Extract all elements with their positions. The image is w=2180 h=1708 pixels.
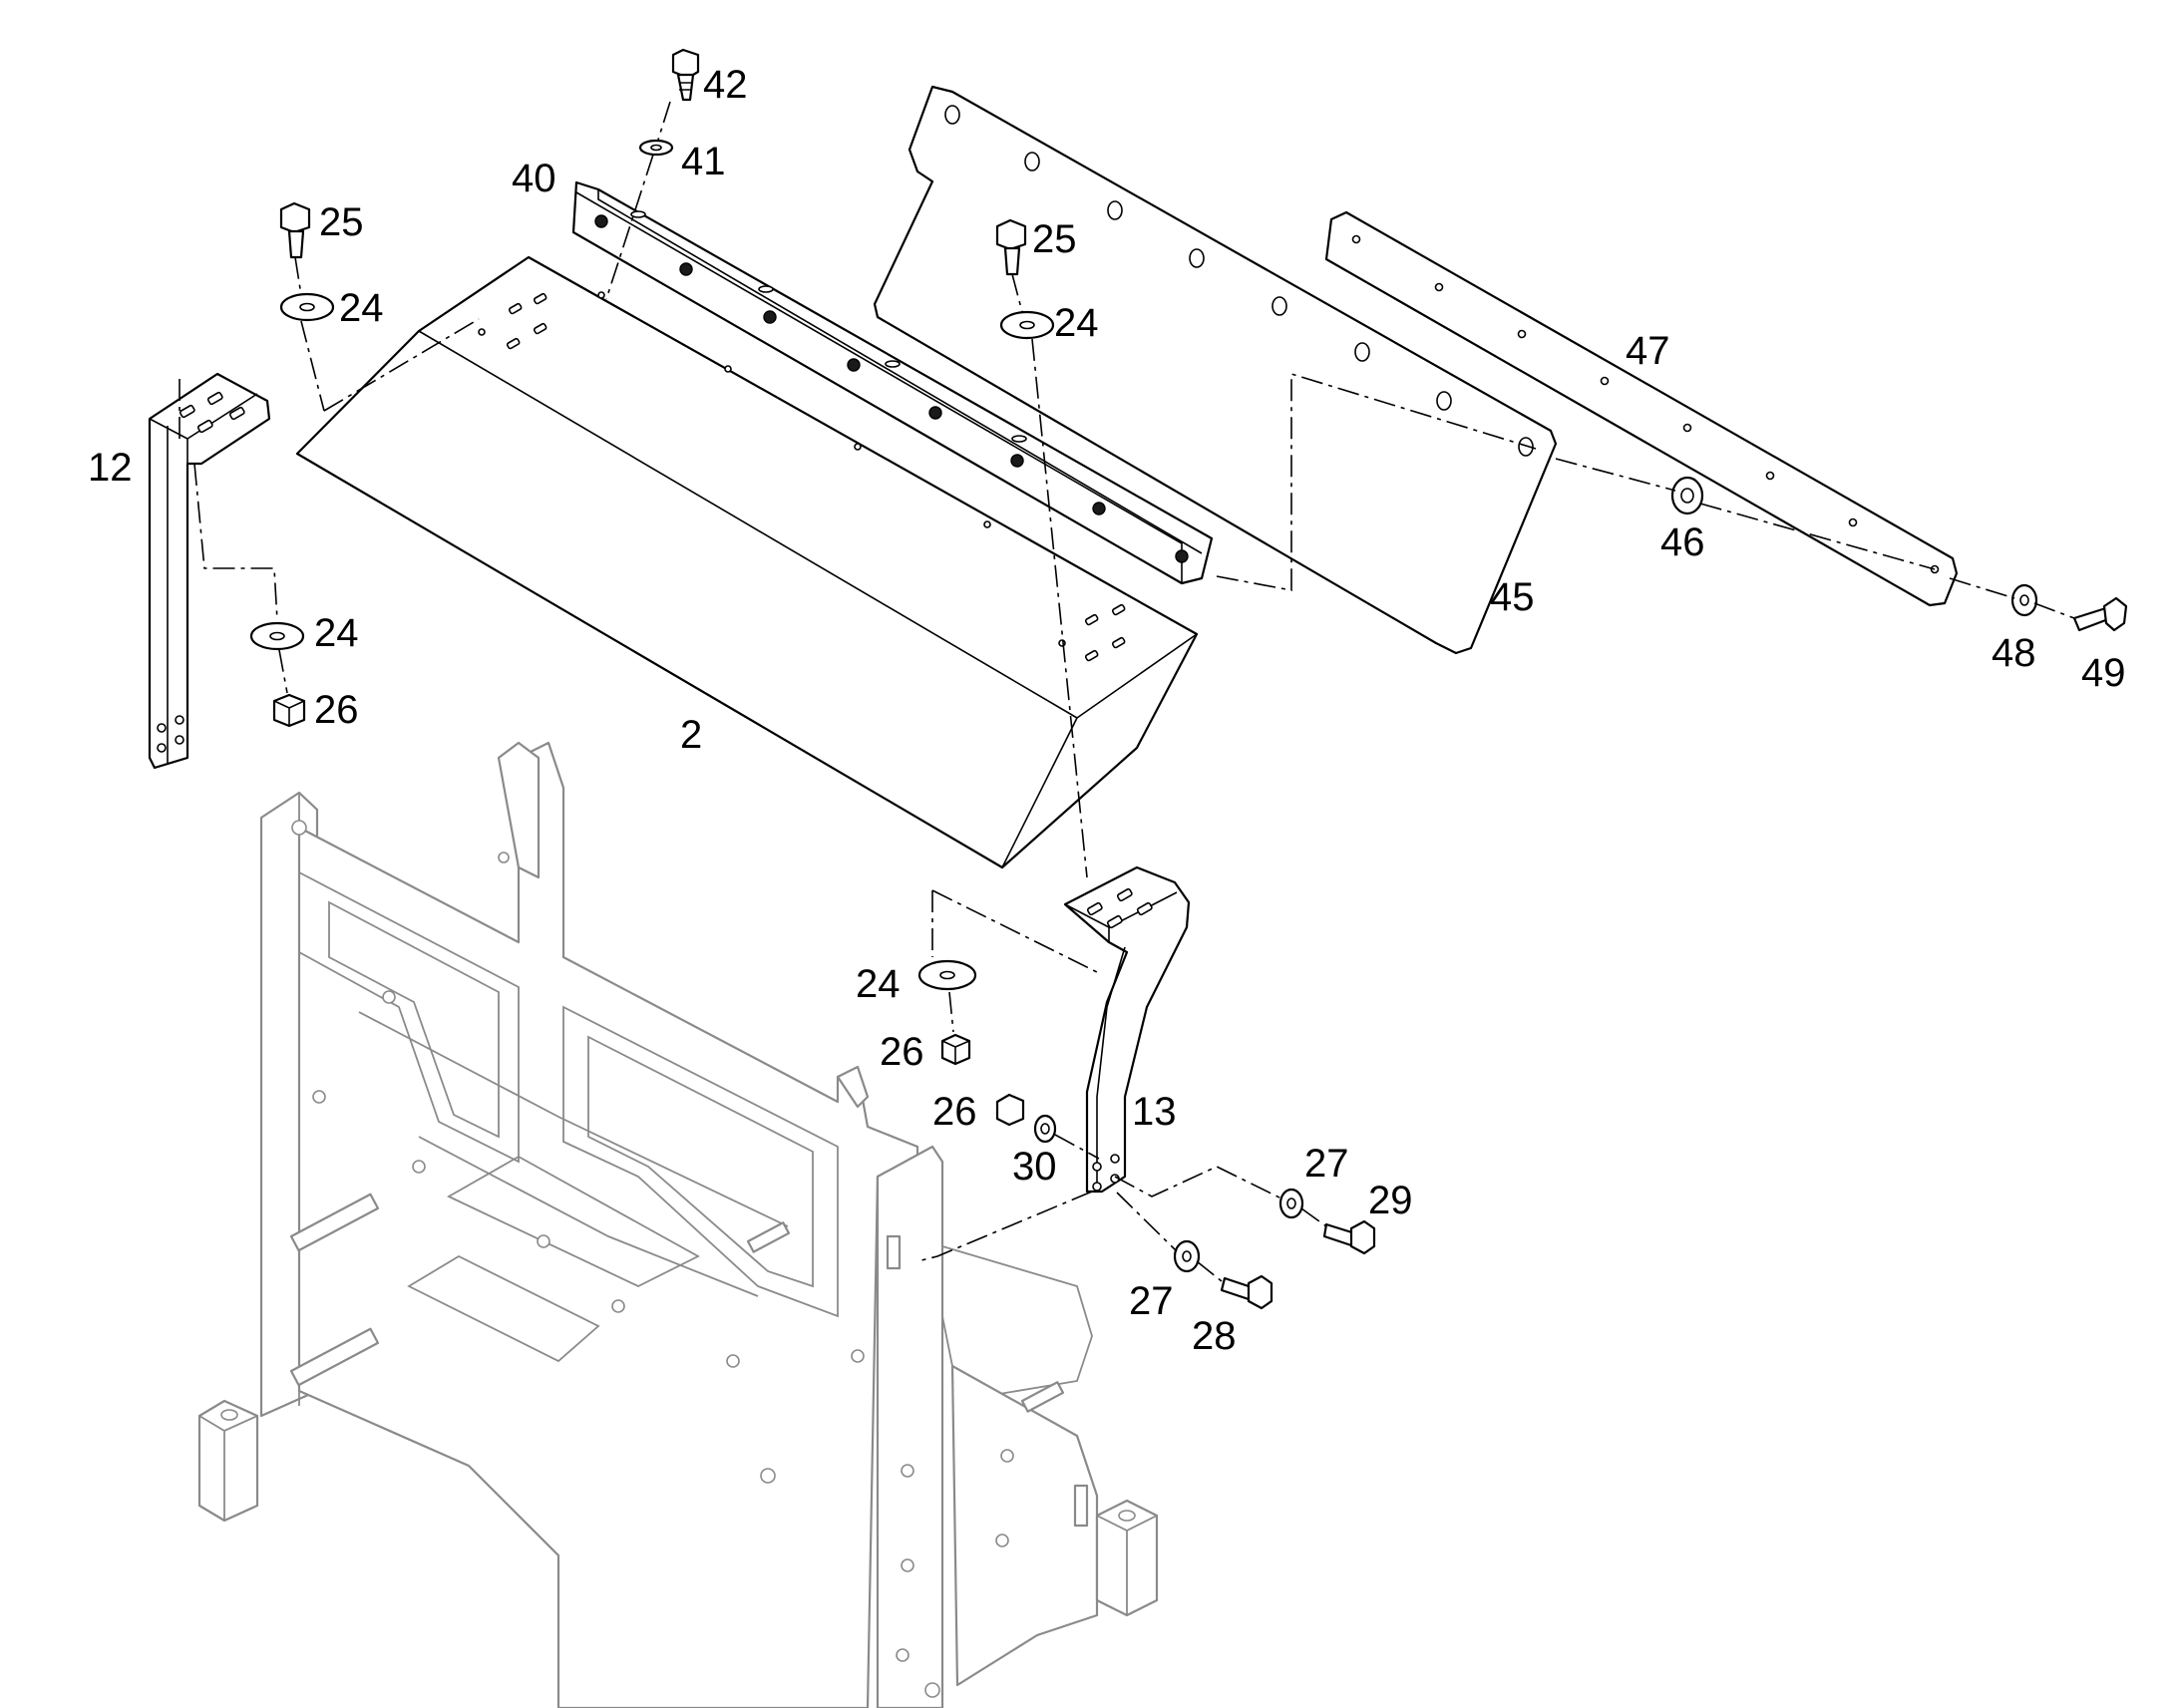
flap-plate-part-45 [873,85,1558,655]
callout-13: 13 [1132,1090,1177,1134]
callout-24-mid-right: 24 [1054,301,1099,345]
callout-26-lower-left: 26 [932,1090,977,1134]
callout-30: 30 [1012,1145,1057,1189]
bolt-28 [1220,1274,1273,1310]
callout-45: 45 [1490,575,1535,619]
callout-12: 12 [88,446,133,490]
clamp-strip-part-47 [1324,210,1959,607]
bolt-25-right [995,218,1027,276]
bracket-part-13 [1063,865,1191,1194]
callout-25-right: 25 [1032,217,1077,261]
fasteners [249,48,2128,1310]
callout-41: 41 [681,140,726,183]
bolt-42 [671,48,700,102]
callout-47: 47 [1626,329,1670,373]
machine-frame [197,741,1159,1708]
angle-strip-part-40 [571,180,1214,585]
callout-49: 49 [2081,651,2126,695]
callout-46: 46 [1660,520,1705,564]
bracket-part-12 [148,372,271,770]
assembly-leader-lines [179,101,2075,1282]
bolt-29 [1322,1219,1376,1255]
shield-panel-part-2 [295,255,1199,869]
callout-26-lower-center: 26 [880,1030,924,1074]
callout-labels: 42 41 40 25 24 25 24 47 12 24 26 46 45 4… [88,63,2126,1358]
callout-24-lower: 24 [856,962,901,1006]
callout-42: 42 [703,63,748,107]
callout-40: 40 [512,157,556,200]
callout-27-upper: 27 [1304,1142,1349,1186]
callout-27-lower: 27 [1129,1279,1174,1323]
bolt-25-left [279,201,311,259]
callout-28: 28 [1192,1314,1237,1358]
bolt-49 [2072,596,2128,632]
callout-29: 29 [1368,1179,1413,1222]
callout-25-left: 25 [319,200,364,244]
callout-24-left: 24 [314,611,359,655]
callout-48: 48 [1992,631,2036,675]
callout-26-left: 26 [314,688,359,732]
shield-slots [478,291,1126,662]
callout-2: 2 [680,713,702,757]
callout-24-top-left: 24 [339,286,384,330]
